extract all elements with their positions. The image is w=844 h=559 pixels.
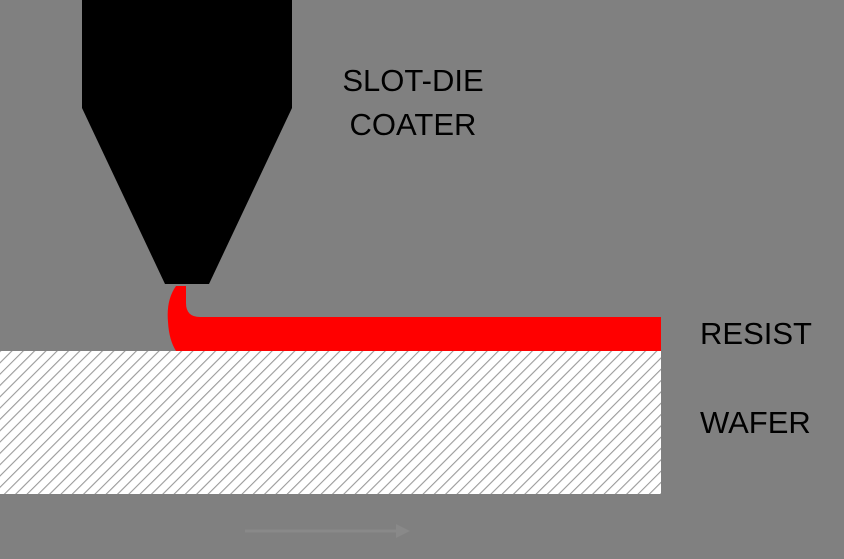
right-arrow-icon bbox=[245, 524, 410, 538]
wafer-label: WAFER bbox=[700, 405, 811, 440]
coater-label-line1: SLOT-DIE bbox=[342, 63, 484, 98]
resist-label: RESIST bbox=[700, 316, 812, 351]
wafer-substrate bbox=[0, 351, 661, 494]
slot-die-coater-head bbox=[82, 0, 292, 284]
resist-layer bbox=[167, 286, 661, 351]
coater-label-line2: COATER bbox=[349, 107, 477, 142]
coater-label: SLOT-DIE COATER bbox=[333, 63, 493, 152]
